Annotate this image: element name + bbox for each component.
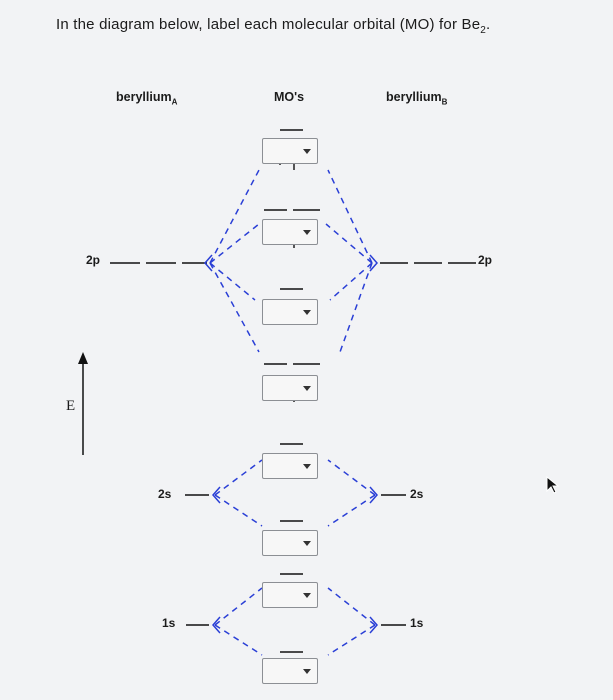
column-header-beryllium-b: berylliumB <box>386 90 448 107</box>
atomic-levels <box>110 262 476 626</box>
column-header-beryllium-a: berylliumA <box>116 90 178 107</box>
mo-dropdown-7[interactable] <box>262 582 318 608</box>
label-left-2p: 2p <box>86 253 101 267</box>
mo-dropdown-6[interactable] <box>262 530 318 556</box>
chevron-down-icon <box>303 230 311 235</box>
correlation-lines <box>209 169 376 656</box>
up-arrow-icon <box>78 352 88 455</box>
chevron-down-icon <box>303 593 311 598</box>
mo-dropdown-1[interactable] <box>262 138 318 164</box>
energy-axis-label: E <box>66 398 76 414</box>
chevron-down-icon <box>303 310 311 315</box>
mo-levels <box>264 129 320 653</box>
mo-dropdown-5[interactable] <box>262 453 318 479</box>
label-right-1s: 1s <box>410 616 424 630</box>
chevron-down-icon <box>303 541 311 546</box>
mo-dropdown-3[interactable] <box>262 299 318 325</box>
label-right-2p: 2p <box>478 253 493 267</box>
label-left-2s: 2s <box>158 487 172 501</box>
connector-nodes <box>204 254 378 634</box>
mo-dropdown-8[interactable] <box>262 658 318 684</box>
chevron-down-icon <box>303 669 311 674</box>
label-right-2s: 2s <box>410 487 424 501</box>
mo-dropdown-4[interactable] <box>262 375 318 401</box>
chevron-down-icon <box>303 149 311 154</box>
chevron-down-icon <box>303 464 311 469</box>
mouse-pointer-icon <box>546 475 560 494</box>
label-left-1s: 1s <box>162 616 176 630</box>
chevron-down-icon <box>303 386 311 391</box>
mo-dropdown-2[interactable] <box>262 219 318 245</box>
instruction-text: In the diagram below, label each molecul… <box>56 16 491 36</box>
column-header-mos: MO's <box>274 90 305 104</box>
